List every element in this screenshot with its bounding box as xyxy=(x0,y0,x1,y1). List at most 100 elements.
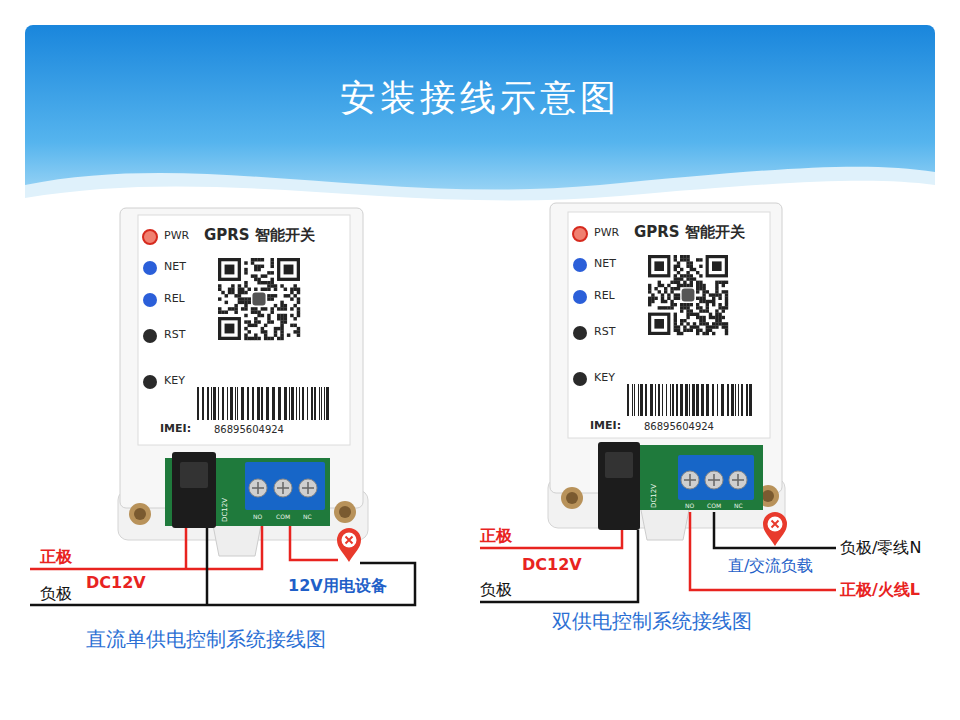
silk-label: DC12V xyxy=(221,498,230,522)
qr-module xyxy=(706,303,709,306)
qr-module xyxy=(261,330,264,333)
qr-module xyxy=(709,300,712,303)
qr-module xyxy=(648,303,651,306)
qr-module xyxy=(667,306,670,309)
qr-module xyxy=(261,327,264,330)
qr-module xyxy=(722,284,725,287)
barcode-bar xyxy=(272,387,275,420)
qr-module xyxy=(690,261,693,264)
qr-module xyxy=(674,265,677,268)
qr-module xyxy=(218,288,221,291)
barcode-bar xyxy=(296,387,297,420)
qr-module xyxy=(261,314,264,317)
qr-module xyxy=(290,288,293,291)
barcode-bar xyxy=(237,387,238,420)
qr-module xyxy=(228,288,231,291)
qr-module xyxy=(661,306,664,309)
qr-module xyxy=(241,297,244,300)
qr-module xyxy=(244,284,247,287)
qr-module xyxy=(683,281,686,284)
qr-module xyxy=(277,314,280,317)
qr-module xyxy=(715,309,718,312)
qr-module xyxy=(699,322,702,325)
qr-finder xyxy=(277,258,300,281)
qr-module xyxy=(284,320,287,323)
qr-module xyxy=(702,300,705,303)
qr-module xyxy=(257,265,260,268)
qr-module xyxy=(709,329,712,332)
qr-module xyxy=(718,322,721,325)
qr-module xyxy=(712,303,715,306)
qr-module xyxy=(290,307,293,310)
qr-module xyxy=(251,337,254,340)
qr-module xyxy=(234,304,237,307)
qr-module xyxy=(712,300,715,303)
diagram-caption: 双供电控制系统接线图 xyxy=(552,608,752,634)
qr-module xyxy=(674,293,677,296)
qr-module xyxy=(277,337,280,340)
load-label: 直/交流负载 xyxy=(728,557,813,575)
qr-module xyxy=(702,332,705,335)
qr-module xyxy=(686,284,689,287)
qr-module xyxy=(287,294,290,297)
qr-module xyxy=(674,297,677,300)
barcode-bar xyxy=(230,387,233,420)
qr-module xyxy=(702,293,705,296)
qr-module xyxy=(648,287,651,290)
barcode-bar xyxy=(658,384,660,416)
qr-module xyxy=(254,278,257,281)
qr-module xyxy=(677,261,680,264)
qr-module xyxy=(254,337,257,340)
barcode-bar xyxy=(717,384,718,416)
barcode-bar xyxy=(650,384,653,416)
qr-module xyxy=(654,297,657,300)
qr-module xyxy=(674,255,677,258)
qr-module xyxy=(297,301,300,304)
qr-module xyxy=(718,303,721,306)
qr-module xyxy=(225,294,228,297)
circuit-board xyxy=(165,452,330,528)
qr-module xyxy=(290,291,293,294)
qr-module xyxy=(709,293,712,296)
qr-module xyxy=(257,258,260,261)
barcode-bar xyxy=(326,387,329,420)
qr-finder xyxy=(648,313,670,335)
qr-module xyxy=(651,297,654,300)
qr-module xyxy=(270,278,273,281)
qr-module xyxy=(696,271,699,274)
qr-module xyxy=(680,309,683,312)
wire-label: 负极 xyxy=(40,585,72,603)
qr-module xyxy=(297,291,300,294)
qr-module xyxy=(648,284,651,287)
barcode-bar xyxy=(321,387,322,420)
qr-module xyxy=(670,287,673,290)
qr-module xyxy=(693,268,696,271)
barcode-bar xyxy=(218,387,219,420)
qr-module xyxy=(696,316,699,319)
barcode-bar xyxy=(712,384,714,416)
barcode-bar xyxy=(731,384,734,416)
qr-module xyxy=(699,284,702,287)
qr-code xyxy=(218,258,300,340)
qr-module xyxy=(284,307,287,310)
qr-module xyxy=(284,294,287,297)
barcode-bar xyxy=(213,387,216,420)
qr-module xyxy=(280,330,283,333)
barcode-bar xyxy=(632,384,633,416)
qr-module xyxy=(706,322,709,325)
barcode-bar xyxy=(257,387,260,420)
qr-module xyxy=(709,325,712,328)
qr-module xyxy=(651,293,654,296)
qr-module xyxy=(706,325,709,328)
qr-module xyxy=(274,304,277,307)
barcode-bar xyxy=(222,387,224,420)
qr-module xyxy=(677,277,680,280)
qr-module xyxy=(706,290,709,293)
qr-module xyxy=(228,291,231,294)
qr-module xyxy=(248,324,251,327)
qr-module xyxy=(699,329,702,332)
qr-module xyxy=(241,307,244,310)
qr-module xyxy=(277,317,280,320)
qr-module xyxy=(257,278,260,281)
qr-module xyxy=(715,293,718,296)
